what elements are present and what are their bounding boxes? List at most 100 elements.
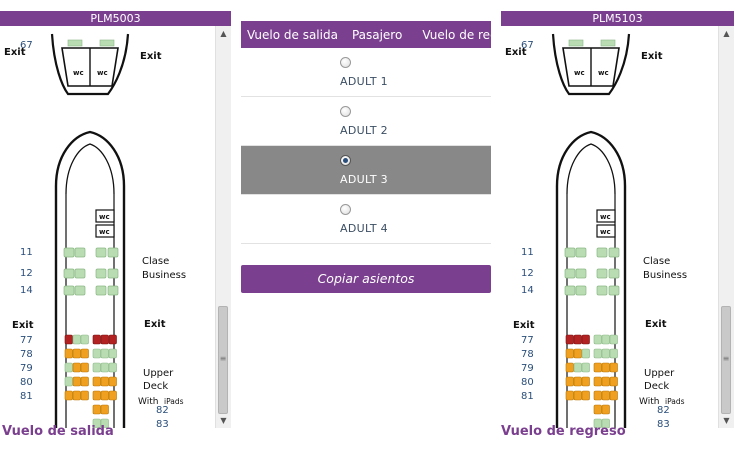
seat[interactable] — [108, 362, 117, 373]
scroll-up-arrow-icon[interactable]: ▲ — [723, 29, 730, 38]
seat[interactable] — [609, 362, 618, 373]
seat[interactable] — [575, 268, 587, 279]
seat[interactable] — [608, 268, 620, 279]
seat[interactable] — [95, 268, 107, 279]
seat[interactable] — [80, 376, 89, 387]
seat[interactable] — [575, 285, 587, 296]
seat[interactable] — [92, 418, 101, 428]
seat[interactable] — [64, 348, 73, 359]
seat[interactable] — [92, 404, 101, 415]
seat[interactable] — [107, 247, 119, 258]
seat[interactable] — [608, 247, 620, 258]
passenger-radio[interactable] — [340, 106, 351, 117]
seat[interactable] — [593, 404, 602, 415]
seat[interactable] — [573, 390, 582, 401]
seat[interactable] — [593, 362, 602, 373]
seat[interactable] — [575, 247, 587, 258]
passenger-radio[interactable] — [340, 204, 351, 215]
seat[interactable] — [64, 390, 73, 401]
seat[interactable] — [108, 376, 117, 387]
seat[interactable] — [64, 362, 73, 373]
seat[interactable] — [601, 404, 610, 415]
passenger-row[interactable]: ADULT 1 — [241, 48, 491, 97]
seat[interactable] — [63, 268, 75, 279]
seat[interactable] — [72, 362, 81, 373]
seat[interactable] — [601, 376, 610, 387]
seat[interactable] — [573, 362, 582, 373]
seat[interactable] — [564, 268, 576, 279]
seat[interactable] — [100, 404, 109, 415]
seat[interactable] — [596, 247, 608, 258]
seat[interactable] — [609, 348, 618, 359]
seat[interactable] — [95, 247, 107, 258]
scroll-thumb[interactable]: ≡ — [218, 306, 228, 414]
scroll-thumb[interactable]: ≡ — [721, 306, 731, 414]
seat[interactable] — [64, 376, 73, 387]
seat[interactable] — [80, 348, 89, 359]
seat[interactable] — [593, 390, 602, 401]
seat[interactable] — [108, 348, 117, 359]
seat[interactable] — [600, 39, 616, 47]
scroll-up-arrow-icon[interactable]: ▲ — [220, 29, 227, 38]
seat[interactable] — [95, 285, 107, 296]
seat[interactable] — [581, 334, 590, 345]
seat[interactable] — [74, 285, 86, 296]
scroll-down-arrow-icon[interactable]: ▼ — [723, 416, 730, 425]
seat[interactable] — [92, 348, 101, 359]
seat[interactable] — [565, 376, 574, 387]
seat[interactable] — [100, 376, 109, 387]
seat[interactable] — [565, 348, 574, 359]
seat[interactable] — [107, 268, 119, 279]
seat[interactable] — [581, 376, 590, 387]
seat[interactable] — [74, 268, 86, 279]
seat[interactable] — [100, 418, 109, 428]
seat[interactable] — [63, 285, 75, 296]
seat[interactable] — [581, 390, 590, 401]
seat[interactable] — [581, 348, 590, 359]
seat[interactable] — [565, 362, 574, 373]
seat[interactable] — [100, 362, 109, 373]
seat[interactable] — [92, 390, 101, 401]
seat[interactable] — [593, 418, 602, 428]
seat[interactable] — [80, 390, 89, 401]
passenger-row[interactable]: ADULT 2 — [241, 97, 491, 146]
seat[interactable] — [573, 334, 582, 345]
seat[interactable] — [601, 390, 610, 401]
passenger-row[interactable]: ADULT 3 — [241, 146, 491, 195]
copy-seats-button[interactable]: Copiar asientos — [241, 265, 491, 293]
seat[interactable] — [601, 418, 610, 428]
seat[interactable] — [593, 348, 602, 359]
seat[interactable] — [565, 334, 574, 345]
seat[interactable] — [609, 376, 618, 387]
seat[interactable] — [72, 376, 81, 387]
seat[interactable] — [609, 390, 618, 401]
seat[interactable] — [80, 334, 89, 345]
seat[interactable] — [573, 376, 582, 387]
seat[interactable] — [108, 334, 117, 345]
seat[interactable] — [596, 268, 608, 279]
seat[interactable] — [63, 247, 75, 258]
seat[interactable] — [608, 285, 620, 296]
seat[interactable] — [568, 39, 584, 47]
seat[interactable] — [609, 334, 618, 345]
passenger-row[interactable]: ADULT 4 — [241, 195, 491, 244]
seat[interactable] — [107, 285, 119, 296]
seat[interactable] — [601, 362, 610, 373]
seat[interactable] — [564, 285, 576, 296]
passenger-radio[interactable] — [340, 57, 351, 68]
seat[interactable] — [100, 334, 109, 345]
seat[interactable] — [64, 334, 73, 345]
seat[interactable] — [72, 334, 81, 345]
seat[interactable] — [100, 390, 109, 401]
seat[interactable] — [67, 39, 83, 47]
outbound-scrollbar[interactable]: ▲ ≡ ▼ — [215, 26, 231, 428]
seat[interactable] — [564, 247, 576, 258]
seat[interactable] — [601, 348, 610, 359]
seat[interactable] — [565, 390, 574, 401]
scroll-down-arrow-icon[interactable]: ▼ — [220, 416, 227, 425]
passenger-radio[interactable] — [340, 155, 351, 166]
seat[interactable] — [72, 390, 81, 401]
seat[interactable] — [99, 39, 115, 47]
